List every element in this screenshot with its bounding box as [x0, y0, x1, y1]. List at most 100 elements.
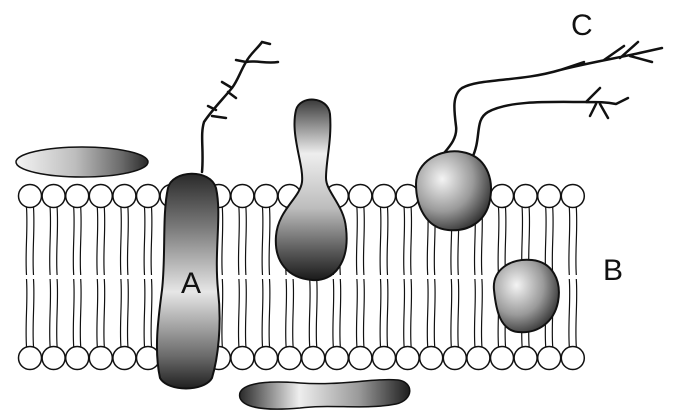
fatty-acid-tail: [73, 279, 74, 347]
fatty-acid-tail: [316, 279, 317, 347]
phospholipid-head: [491, 185, 514, 208]
fatty-acid-tail: [151, 279, 152, 347]
fatty-acid-tail: [238, 208, 239, 276]
phospholipid-head: [302, 347, 325, 370]
fatty-acid-tail: [80, 279, 81, 347]
fatty-acid-tail: [144, 208, 145, 276]
fatty-acid-tail: [26, 279, 27, 347]
phospholipid-head: [66, 185, 89, 208]
phospholipid-head: [325, 347, 348, 370]
transmembrane-protein-a: [157, 42, 278, 389]
fatty-acid-tail: [569, 279, 570, 347]
fatty-acid-tail: [552, 208, 553, 276]
fatty-acid-tail: [127, 208, 128, 276]
fatty-acid-tail: [333, 279, 334, 347]
phospholipid-head: [42, 185, 65, 208]
phospholipid-head: [538, 185, 561, 208]
phospholipid-head: [255, 347, 278, 370]
fatty-acid-tail: [127, 279, 128, 347]
phospholipid-head: [514, 347, 537, 370]
fatty-acid-tail: [104, 279, 105, 347]
fatty-acid-tail: [238, 279, 239, 347]
fatty-acid-tail: [363, 208, 364, 276]
fatty-acid-tail: [222, 208, 223, 276]
phospholipid-head: [89, 347, 112, 370]
fatty-acid-tail: [380, 208, 381, 276]
fatty-acid-tail: [245, 208, 246, 276]
phospholipid-head: [349, 185, 372, 208]
fatty-acid-tail: [262, 208, 263, 276]
phospholipid-head: [538, 347, 561, 370]
phospholipid-head: [278, 347, 301, 370]
phospholipid-head: [373, 347, 396, 370]
fatty-acid-tail: [356, 279, 357, 347]
fatty-acid-tail: [73, 208, 74, 276]
phospholipid-head: [420, 347, 443, 370]
fatty-acid-tail: [569, 208, 570, 276]
fatty-acid-tail: [576, 279, 577, 347]
phospholipid-head: [396, 347, 419, 370]
phospholipid-head: [514, 185, 537, 208]
fatty-acid-tail: [293, 279, 294, 347]
fatty-acid-tail: [26, 208, 27, 276]
phospholipid-head: [89, 185, 112, 208]
phospholipid-head: [349, 347, 372, 370]
fatty-acid-tail: [404, 208, 405, 276]
fatty-acid-tail: [286, 279, 287, 347]
fatty-acid-tail: [458, 279, 459, 347]
fatty-acid-tail: [97, 208, 98, 276]
phospholipid-head: [113, 185, 136, 208]
fatty-acid-tail: [262, 279, 263, 347]
phospholipid-head: [561, 347, 584, 370]
fatty-acid-tail: [269, 208, 270, 276]
fatty-acid-tail: [97, 279, 98, 347]
label-c: C: [571, 9, 593, 42]
fatty-acid-tail: [33, 279, 34, 347]
fatty-acid-tail: [309, 279, 310, 347]
phospholipid-head: [255, 185, 278, 208]
fatty-acid-tail: [498, 208, 499, 276]
fatty-acid-tail: [104, 208, 105, 276]
phospholipid-head: [561, 185, 584, 208]
fatty-acid-tail: [340, 279, 341, 347]
phospholipid-head: [231, 347, 254, 370]
phospholipid-head: [467, 347, 490, 370]
fatty-acid-tail: [387, 208, 388, 276]
glycoprotein-c-body: [416, 151, 491, 230]
phospholipid-head: [42, 347, 65, 370]
fatty-acid-tail: [144, 279, 145, 347]
fatty-acid-tail: [411, 208, 412, 276]
fatty-acid-tail: [50, 208, 51, 276]
label-a: A: [181, 267, 201, 300]
fatty-acid-tail: [80, 208, 81, 276]
phospholipid-head: [231, 185, 254, 208]
fatty-acid-tail: [222, 279, 223, 347]
peripheral-protein-top-left: [16, 147, 148, 177]
peripheral-protein-bottom: [240, 380, 410, 409]
fatty-acid-tail: [120, 279, 121, 347]
fatty-acid-tail: [245, 279, 246, 347]
phospholipid-head: [113, 347, 136, 370]
fatty-acid-tail: [50, 279, 51, 347]
fatty-acid-tail: [427, 279, 428, 347]
fatty-acid-tail: [576, 208, 577, 276]
fatty-acid-tail: [120, 208, 121, 276]
fatty-acid-tail: [380, 279, 381, 347]
phospholipid-head: [66, 347, 89, 370]
fatty-acid-tail: [269, 279, 270, 347]
phospholipid-heads-lower-row: [19, 347, 585, 370]
phospholipid-head: [491, 347, 514, 370]
fatty-acid-tail: [33, 208, 34, 276]
phospholipid-head: [19, 347, 42, 370]
fatty-acid-tail: [151, 208, 152, 276]
phospholipid-head: [373, 185, 396, 208]
fatty-acid-tail: [474, 279, 475, 347]
label-b: B: [603, 254, 623, 287]
fatty-acid-tail: [363, 279, 364, 347]
fatty-acid-tail: [451, 279, 452, 347]
embedded-protein-right: [494, 260, 559, 332]
fatty-acid-tail: [404, 279, 405, 347]
fatty-acid-tail: [481, 279, 482, 347]
fatty-acid-tail: [57, 208, 58, 276]
